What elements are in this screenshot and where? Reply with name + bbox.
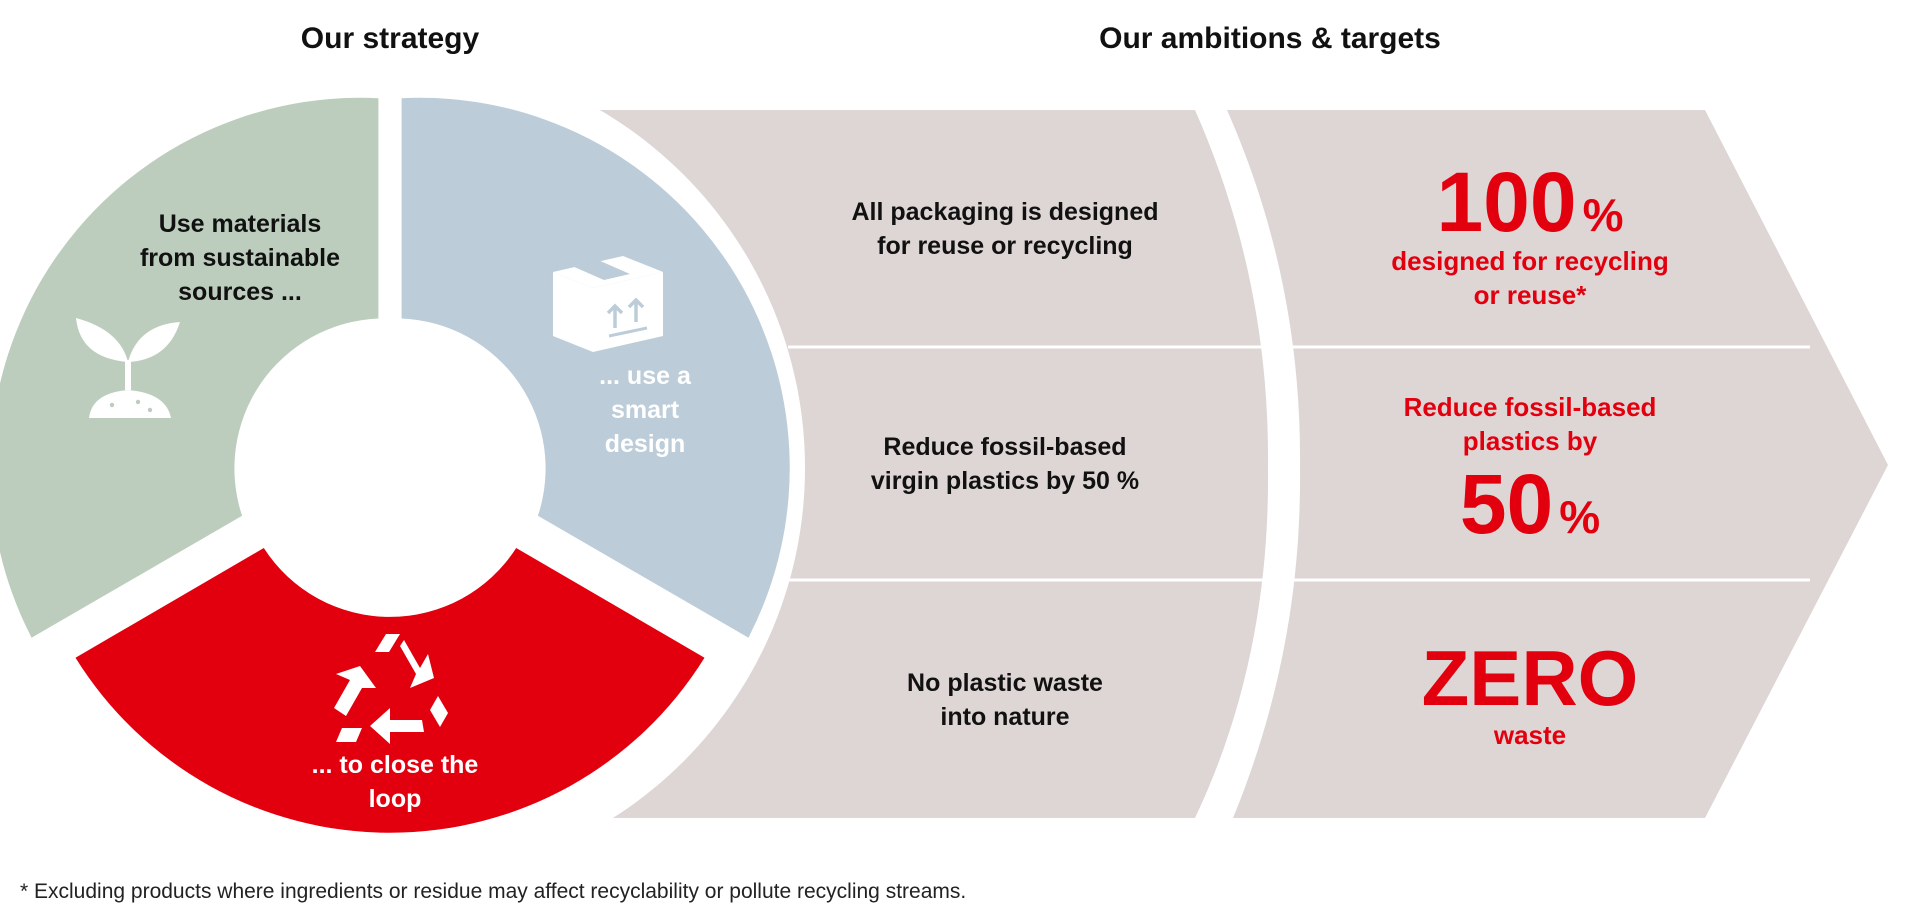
- segment-materials: [0, 97, 379, 638]
- segment-loop: [75, 548, 705, 833]
- target-waste: ZERO waste: [1350, 638, 1710, 752]
- loop-label: ... to close the loop: [311, 751, 479, 813]
- package-box-icon: [553, 256, 663, 352]
- ambition-waste: No plastic waste into nature: [907, 669, 1103, 731]
- segment-design: [401, 97, 790, 638]
- sprout-icon: [76, 318, 180, 418]
- target-fossil-unit: %: [1559, 491, 1601, 543]
- target-fossil: Reduce fossil-based plastics by 50%: [1403, 392, 1657, 551]
- target-recycling-unit: %: [1582, 189, 1624, 241]
- target-recycling: 100% designed for recycling or reuse*: [1391, 155, 1669, 310]
- footnote: * Excluding products where ingredients o…: [20, 880, 967, 903]
- ambitions-heading: Our ambitions & targets: [1099, 22, 1441, 55]
- ambition-fossil: Reduce fossil-based virgin plastics by 5…: [870, 433, 1140, 495]
- recycle-icon: [334, 634, 448, 744]
- target-recycling-value: 100: [1436, 155, 1577, 249]
- target-fossil-value: 50: [1459, 457, 1554, 551]
- target-waste-value: ZERO: [1421, 634, 1639, 722]
- strategy-heading: Our strategy: [300, 22, 480, 55]
- ambition-packaging: All packaging is designed for reuse or r…: [851, 198, 1159, 260]
- targets-arrow-panel: [1227, 110, 1888, 818]
- design-label: ... use a smart design: [599, 362, 691, 458]
- materials-label: Use materials from sustainable sources .…: [139, 210, 341, 306]
